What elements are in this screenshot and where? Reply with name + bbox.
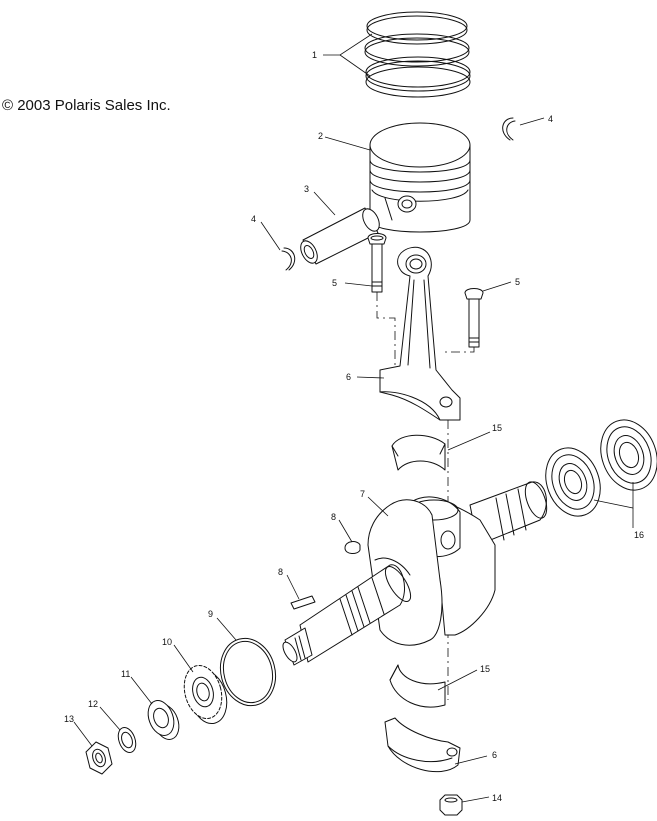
callout-15-lower: 15 [480,664,490,674]
o-ring [219,637,277,707]
spacer-washer [147,700,180,740]
rod-nut [439,794,463,816]
callout-15-upper: 15 [492,423,502,433]
callout-8-lower: 8 [278,567,283,577]
callout-11: 11 [121,669,130,679]
callout-6-lower: 6 [492,750,497,760]
callout-8-upper: 8 [331,512,336,522]
callout-14: 14 [492,793,502,803]
bearing-shell-lower [389,664,446,708]
circlip-left [283,247,296,271]
callout-1: 1 [312,50,317,60]
lock-washer [117,726,137,754]
main-bearing-outer [600,419,657,491]
callout-4-right: 4 [548,114,553,124]
callout-9: 9 [208,609,213,619]
callout-12: 12 [88,699,98,709]
main-bearing-inner [545,447,601,517]
key-lower [290,595,316,610]
piston-pin [300,207,380,265]
rod-bolt-right [464,288,484,348]
crank-nut [85,741,113,775]
callout-10: 10 [162,637,172,647]
callout-7: 7 [360,489,365,499]
callout-13: 13 [64,714,74,724]
copyright-notice: © 2003 Polaris Sales Inc. [2,97,171,114]
crankshaft [282,481,548,666]
timing-gear [183,665,228,724]
rod-cap [384,717,461,773]
piston [369,122,471,233]
callout-6-upper: 6 [346,372,351,382]
callout-5-left: 5 [332,278,337,288]
callout-3: 3 [304,184,309,194]
callout-4-left: 4 [251,214,256,224]
callout-5-right: 5 [515,277,520,287]
circlip-right [502,117,514,141]
rod-bolt-left [367,233,387,293]
callout-16: 16 [634,530,644,540]
connecting-rod [379,246,461,421]
callout-2: 2 [318,131,323,141]
piston-rings [364,11,471,98]
key-upper [344,541,361,554]
bearing-shell-upper [391,434,446,471]
